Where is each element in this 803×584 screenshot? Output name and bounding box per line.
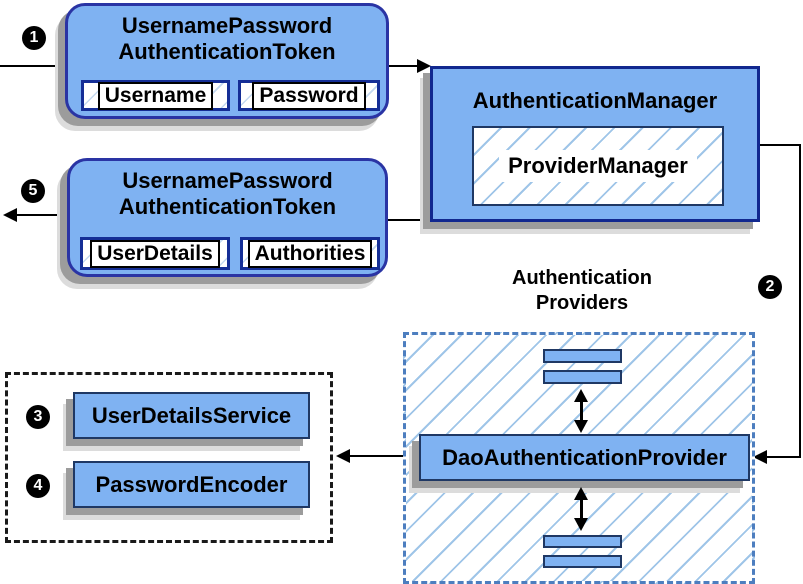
- token-response-title-line2: AuthenticationToken: [118, 194, 337, 219]
- manager-to-token-line: [387, 219, 431, 221]
- other-provider-bar: [543, 535, 622, 548]
- token-request-title-line2: AuthenticationToken: [118, 39, 336, 64]
- username-password-token-request-node: UsernamePassword AuthenticationToken Use…: [65, 3, 389, 119]
- username-password-token-response-node: UsernamePassword AuthenticationToken Use…: [67, 158, 388, 277]
- double-arrow-up-icon: [574, 389, 588, 402]
- provider-dependencies-group-box: [5, 372, 333, 543]
- token-response-title: UsernamePassword AuthenticationToken: [70, 168, 385, 220]
- token-to-manager-arrowhead-icon: [417, 59, 431, 73]
- token-request-title: UsernamePassword AuthenticationToken: [68, 13, 386, 65]
- manager-to-provider-top-line: [759, 144, 801, 146]
- double-arrow-shaft: [580, 400, 583, 422]
- password-encoder-label: PasswordEncoder: [95, 471, 288, 497]
- authentication-providers-heading-line1: Authentication: [512, 267, 652, 289]
- manager-to-provider-vertical-line: [799, 144, 801, 458]
- dao-authentication-provider-label: DaoAuthenticationProvider: [442, 444, 727, 470]
- incoming-request-line: [0, 65, 66, 67]
- other-provider-bar: [543, 555, 622, 568]
- userdetails-field-box: UserDetails: [80, 237, 230, 270]
- authentication-providers-group-box: DaoAuthenticationProvider: [403, 332, 755, 584]
- dao-authentication-provider-node: DaoAuthenticationProvider: [419, 434, 750, 481]
- user-details-service-node: UserDetailsService: [73, 392, 310, 439]
- authentication-manager-title: AuthenticationManager: [472, 88, 718, 113]
- double-arrow-shaft: [580, 498, 583, 520]
- password-field-box: Password: [238, 80, 380, 111]
- double-arrow-up-icon: [574, 487, 588, 500]
- user-details-service-label: UserDetailsService: [91, 402, 292, 428]
- step-3-badge: 3: [26, 405, 50, 429]
- password-field-label: Password: [252, 81, 366, 110]
- manager-to-provider-arrowhead-icon: [753, 450, 767, 464]
- step-2-badge: 2: [758, 275, 782, 299]
- response-out-line: [16, 214, 68, 216]
- authentication-providers-heading: Authentication Providers: [462, 266, 702, 316]
- authentication-manager-node: AuthenticationManager ProviderManager: [430, 66, 760, 222]
- provider-to-dependencies-arrowhead-icon: [336, 449, 350, 463]
- step-1-badge: 1: [22, 26, 46, 50]
- username-field-label: Username: [97, 81, 214, 110]
- provider-manager-label: ProviderManager: [499, 150, 697, 182]
- double-arrow-down-icon: [574, 420, 588, 433]
- provider-to-dependencies-line: [349, 455, 419, 457]
- provider-manager-node: ProviderManager: [472, 126, 724, 206]
- token-response-title-line1: UsernamePassword: [122, 168, 333, 193]
- step-4-badge: 4: [26, 474, 50, 498]
- userdetails-field-label: UserDetails: [90, 239, 220, 268]
- other-provider-bar: [543, 349, 622, 363]
- other-provider-bar: [543, 370, 622, 384]
- password-encoder-node: PasswordEncoder: [73, 461, 310, 508]
- authentication-providers-heading-line2: Providers: [535, 292, 629, 314]
- authorities-field-label: Authorities: [247, 239, 373, 268]
- token-request-title-line1: UsernamePassword: [121, 13, 333, 38]
- double-arrow-down-icon: [574, 518, 588, 531]
- step-5-badge: 5: [21, 179, 45, 203]
- token-to-manager-line: [389, 65, 418, 67]
- manager-to-provider-bottom-line: [766, 456, 801, 458]
- username-field-box: Username: [81, 80, 230, 111]
- response-out-arrowhead-icon: [3, 208, 17, 222]
- authorities-field-box: Authorities: [240, 237, 380, 270]
